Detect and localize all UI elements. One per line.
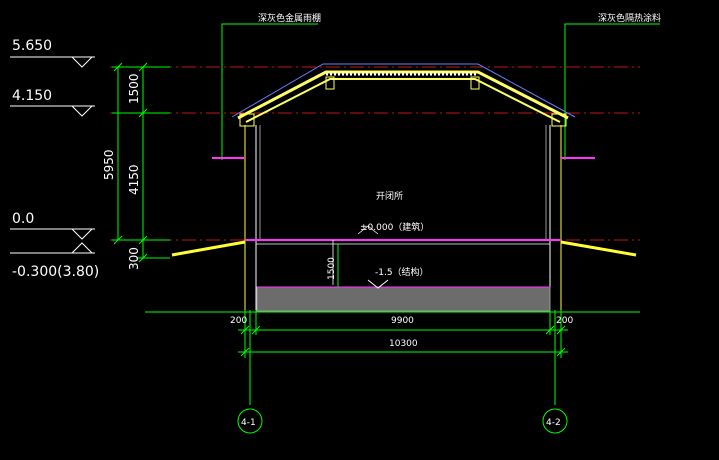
axis-label-left: 4-1 [241,418,256,428]
leader-lines [221,23,660,160]
elevation-0: 0.0 [12,211,34,227]
floor-slab [245,239,561,285]
roof-outer-blue [231,63,576,118]
pit-hatch [256,286,551,312]
roof [231,63,576,127]
walls [244,125,562,312]
axis-bubble-left: 4-1 [237,408,263,434]
note-roof-canopy: 深灰色金属雨棚 [258,12,321,24]
dim-total-height: 5950 [102,149,116,180]
horizontal-dimension-lines [238,310,568,358]
pit-elevation-label: -1.5（结构） [375,266,429,278]
elevation-markers [10,56,95,254]
elevation-5650: 5.650 [12,38,52,54]
axis-label-right: 4-2 [546,418,561,428]
vertical-dimension-lines [112,62,170,263]
room-label: 开闭所 [376,190,403,202]
axis-lines [145,310,640,405]
note-roof-coating: 深灰色隔热涂料 [598,12,661,24]
elevation-neg: -0.300(3.80) [12,264,99,280]
dim-left-wall: 200 [230,316,247,326]
dim-inner-width: 9900 [391,316,414,326]
roof-slab-inner [245,78,561,123]
dim-pit-depth: 1500 [327,257,337,280]
aprons [171,240,637,257]
dim-4150: 4150 [127,164,141,195]
pit [256,279,551,312]
dim-300: 300 [127,247,141,270]
roof-slab-outer [237,70,569,120]
axis-bubble-right: 4-2 [542,408,568,434]
dim-1500: 1500 [127,73,141,104]
elevation-4150: 4.150 [12,88,52,104]
dim-right-wall: 200 [556,316,573,326]
floor-elevation-label: ±0.000（建筑） [360,221,429,233]
dim-total-width: 10300 [389,339,418,349]
